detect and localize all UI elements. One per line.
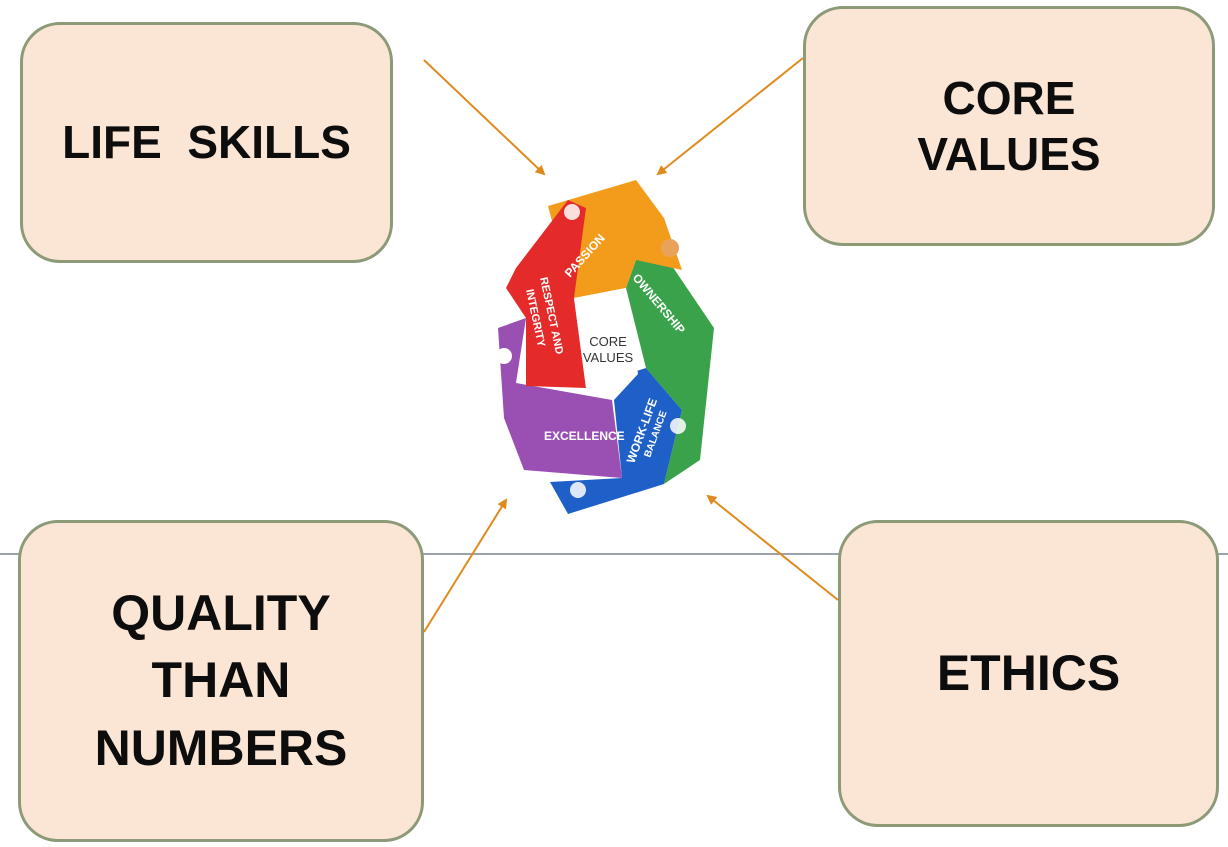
band-worklife [550, 368, 682, 514]
emblem-center-line1: CORE [589, 334, 627, 349]
band-excellence-label: EXCELLENCE [544, 429, 625, 443]
arrow-from-ethics [706, 494, 839, 601]
people-icon [670, 418, 686, 434]
gear-icon [496, 348, 512, 364]
band-ownership [626, 260, 714, 484]
life-skills-box: LIFE SKILLS [20, 22, 393, 263]
core-values-emblem: PASSION OWNERSHIP RESPECT AND INTEGRITY … [496, 180, 714, 514]
core-values-box: CORE VALUES [803, 6, 1215, 246]
band-excellence [498, 318, 622, 478]
quality-than-numbers-box: QUALITY THAN NUMBERS [18, 520, 424, 842]
book-icon [564, 204, 580, 220]
emblem-center-line2: VALUES [583, 350, 634, 365]
arrow-from-core-values [656, 57, 804, 176]
horizontal-divider [0, 553, 1228, 555]
ethics-box: ETHICS [838, 520, 1219, 827]
band-respect [506, 200, 586, 388]
arrow-from-quality [423, 498, 508, 633]
scales-icon [570, 482, 586, 498]
heart-icon [661, 239, 679, 257]
arrow-from-life-skills [423, 59, 546, 176]
emblem-center [574, 288, 638, 400]
